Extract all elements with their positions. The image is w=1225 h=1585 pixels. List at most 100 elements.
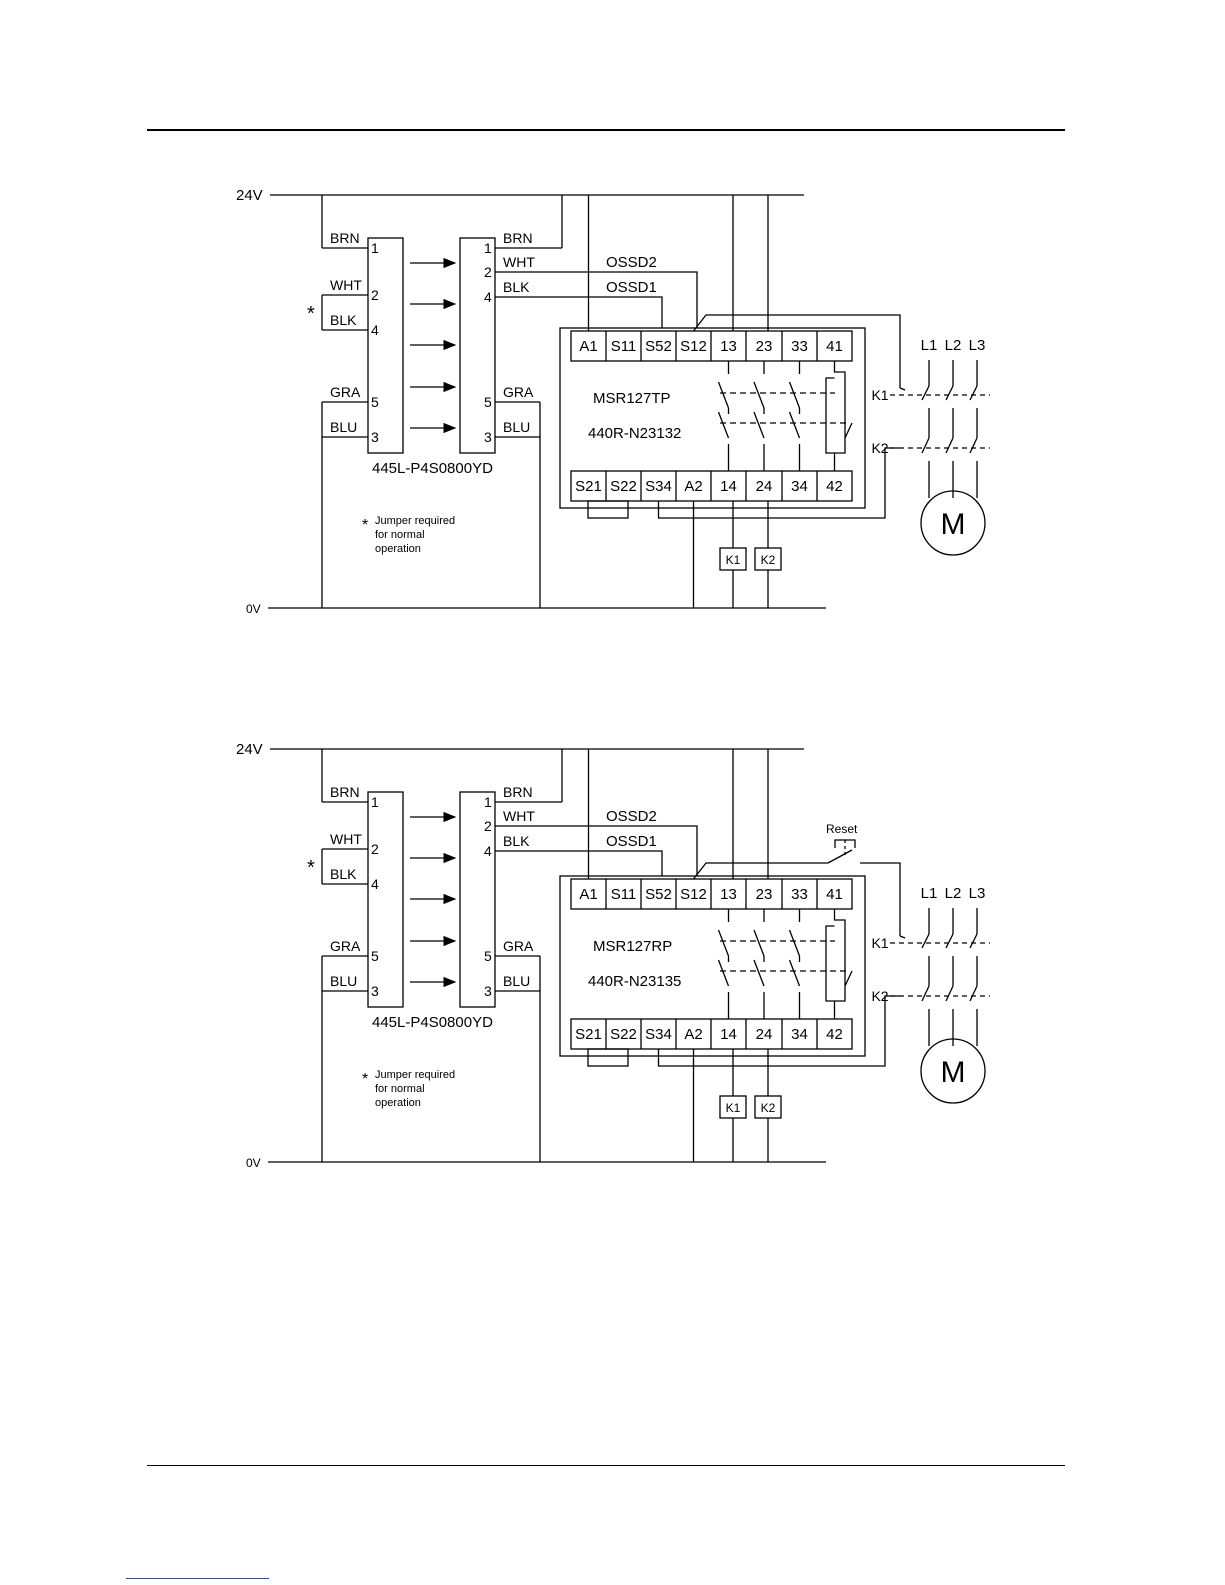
transmitter-pin: 1: [371, 794, 379, 810]
relay-module: [559, 327, 866, 509]
terminal-bottom: S21: [575, 478, 602, 495]
jumper-asterisk: *: [307, 303, 315, 325]
rail-24v-label: 24V: [236, 187, 263, 204]
contact-blade: [788, 381, 801, 409]
receiver-wire-label: GRA: [503, 938, 534, 954]
main-contact-k2: [969, 985, 978, 1002]
transmitter-pin: 3: [371, 983, 379, 999]
transmitter-wire-label: GRA: [330, 384, 361, 400]
contact-blade: [753, 959, 765, 987]
terminal-top: S52: [645, 886, 672, 903]
contact-blade: [788, 959, 801, 987]
terminal-top: S11: [611, 886, 637, 903]
contactor-k1-aux: [899, 935, 906, 939]
receiver-wire-label: GRA: [503, 384, 534, 400]
transmitter-pin: 3: [371, 429, 379, 445]
receiver-pin: 1: [484, 240, 492, 256]
coil-k1-label: K1: [726, 1101, 741, 1115]
phase-label: L1: [921, 885, 938, 902]
transmitter-pin: 4: [371, 876, 379, 892]
terminal-top: S52: [645, 338, 672, 355]
transmitter-wire-label: BLU: [330, 419, 357, 435]
contactor-k1-aux: [899, 387, 906, 391]
ossd1-label: OSSD1: [606, 279, 657, 296]
terminal-bottom: A2: [684, 478, 702, 495]
terminal-top: 41: [826, 338, 843, 355]
phase-label: L2: [945, 337, 962, 354]
transmitter-pin: 2: [371, 287, 379, 303]
rail-0v-label: 0V: [246, 1156, 261, 1170]
contact-blade: [753, 929, 765, 957]
terminal-bottom: 42: [826, 1026, 843, 1043]
transmitter-pin: 1: [371, 240, 379, 256]
jumper-note-asterisk: *: [362, 1071, 368, 1088]
transmitter-pin: 4: [371, 322, 379, 338]
transmitter-block: [367, 237, 404, 454]
contactor-k1-label: K1: [871, 935, 888, 951]
relay-module: [559, 875, 866, 1057]
contact-blade: [753, 381, 765, 409]
relay-part-label: 440R-N23132: [588, 425, 681, 442]
wiring-diagram-tp: 24V0V1BRN2WHT4BLK5GRA3BLU*1BRN2WHT4BLK5G…: [236, 187, 990, 616]
receiver-block: [459, 237, 496, 454]
sensor-model-label: 445L-P4S0800YD: [372, 1014, 493, 1031]
rail-24v-label: 24V: [236, 741, 263, 758]
jumper-note-line: Jumper required: [375, 1069, 455, 1081]
receiver-wire-label: BLK: [503, 279, 530, 295]
transmitter-wire-label: GRA: [330, 938, 361, 954]
coil-k1-label: K1: [726, 553, 741, 567]
phase-label: L3: [969, 337, 986, 354]
jumper-asterisk: *: [307, 857, 315, 879]
ossd2-label: OSSD2: [606, 808, 657, 825]
receiver-pin: 4: [484, 289, 492, 305]
footer-link-underline[interactable]: [126, 1578, 269, 1579]
rail-0v-label: 0V: [246, 602, 261, 616]
transmitter-pin: 2: [371, 841, 379, 857]
jumper-note-line: for normal: [375, 1083, 425, 1095]
receiver-pin: 5: [484, 948, 492, 964]
receiver-wire-label: BLK: [503, 833, 530, 849]
main-contact-k1: [921, 933, 930, 949]
main-contact-k1: [921, 385, 930, 401]
contact-blade: [717, 929, 730, 957]
nc-contact-41: [825, 909, 853, 1002]
transmitter-wire-label: BRN: [330, 784, 360, 800]
contact-blade: [788, 411, 801, 439]
coil-k2-label: K2: [761, 1101, 776, 1115]
main-contact-k2: [921, 437, 930, 454]
terminal-bottom: 34: [791, 1026, 808, 1043]
transmitter-wire-label: WHT: [330, 831, 362, 847]
footer-rule: [147, 1465, 1065, 1466]
terminal-bottom: A2: [684, 1026, 702, 1043]
contact-blade: [717, 381, 730, 409]
terminal-top: 23: [756, 886, 773, 903]
receiver-wire-label: WHT: [503, 808, 535, 824]
receiver-pin: 3: [484, 983, 492, 999]
receiver-pin: 5: [484, 394, 492, 410]
phase-label: L2: [945, 885, 962, 902]
receiver-pin: 2: [484, 264, 492, 280]
jumper-note-line: operation: [375, 543, 421, 555]
terminal-bottom: S22: [610, 1026, 637, 1043]
reset-lead: [860, 862, 901, 936]
ossd2-wire: [540, 825, 698, 876]
transmitter-wire-label: BLK: [330, 866, 357, 882]
terminal-top: A1: [579, 338, 597, 355]
jumper-note-asterisk: *: [362, 517, 368, 534]
main-contact-k1: [945, 385, 954, 401]
main-contact-k1: [969, 385, 978, 401]
receiver-pin: 4: [484, 843, 492, 859]
jumper-note-line: Jumper required: [375, 515, 455, 527]
relay-model-label: MSR127RP: [593, 938, 672, 955]
terminal-top: 33: [791, 338, 808, 355]
receiver-wire-label: BLU: [503, 419, 530, 435]
terminal-bottom: 24: [756, 1026, 773, 1043]
terminal-top: S12: [680, 338, 707, 355]
terminal-top: 13: [720, 886, 737, 903]
feedback-loop: [692, 314, 901, 388]
motor-label: M: [941, 1056, 966, 1089]
transmitter-block: [367, 791, 404, 1008]
terminal-top: S11: [611, 338, 637, 355]
sensor-model-label: 445L-P4S0800YD: [372, 460, 493, 477]
main-contact-k1: [945, 933, 954, 949]
